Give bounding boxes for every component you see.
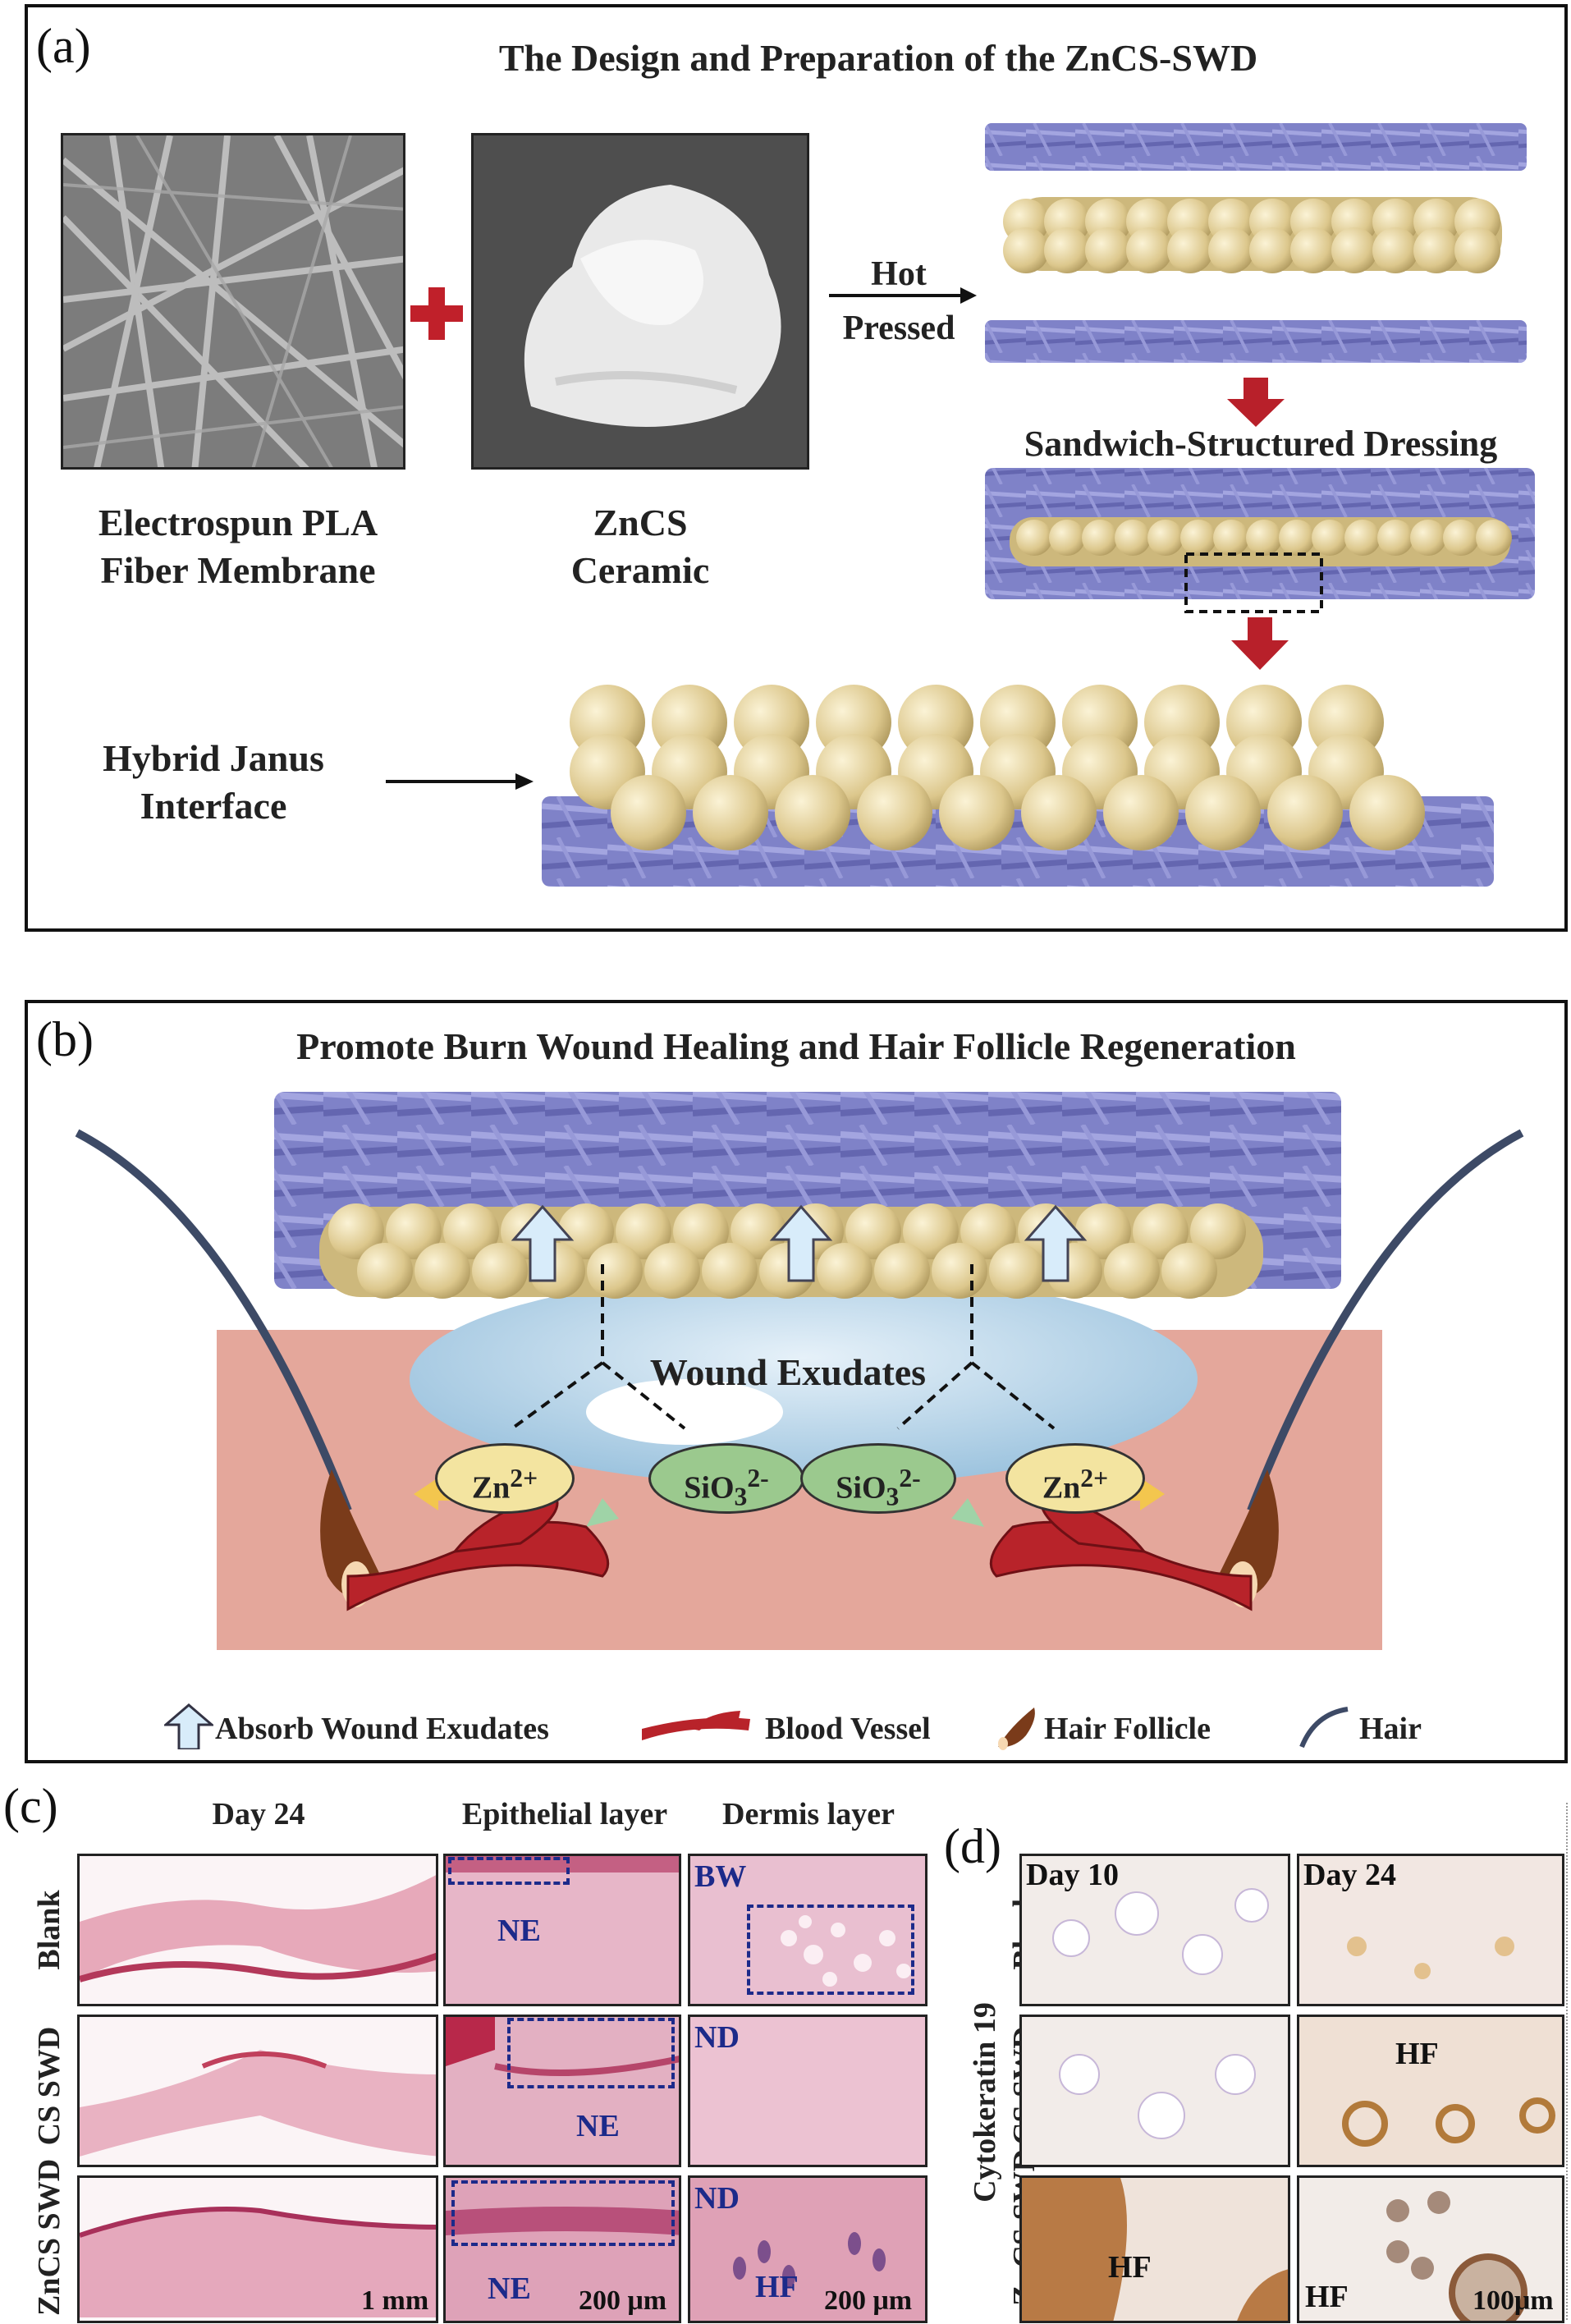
scale-1mm: 1 mm <box>361 2285 429 2316</box>
down-arrow-2-icon <box>1231 617 1289 670</box>
blank-dermis-roi <box>747 1905 914 1995</box>
zn-ion-right: Zn2+ <box>1005 1443 1145 1514</box>
histo-cs-dermis <box>688 2015 927 2167</box>
ihc-zncs-day24 <box>1297 2175 1564 2323</box>
bottom-fiber-layer <box>985 320 1527 363</box>
scale-200um-2: 200 μm <box>824 2285 913 2316</box>
legend-hair-label: Hair <box>1359 1712 1422 1746</box>
zn-ion-left: Zn2+ <box>435 1443 575 1514</box>
scale-200um-1: 200 μm <box>579 2285 667 2316</box>
panel-c-row-3-text: ZnCS SWD <box>32 2158 66 2316</box>
sandwich-dressing <box>985 468 1535 613</box>
top-fiber-layer <box>985 123 1527 171</box>
day10-label: Day 10 <box>1026 1858 1119 1892</box>
panel-c-col-1: Day 24 <box>212 1797 305 1831</box>
legend-hair-icon <box>1299 1707 1349 1749</box>
si-ion-left: SiO32- <box>648 1443 804 1514</box>
pla-caption: Electrospun PLA Fiber Membrane <box>49 499 427 594</box>
legend-vessel-label: Blood Vessel <box>765 1712 931 1746</box>
blank-epithelial-roi <box>448 1857 570 1885</box>
pla-caption-line2: Fiber Membrane <box>100 549 376 591</box>
panel-c-col-2: Epithelial layer <box>461 1797 668 1831</box>
panel-c-row-2-text: CS SWD <box>32 2026 66 2146</box>
panel-d-divider <box>1566 1803 1568 2320</box>
ihc-cs-day10 <box>1019 2015 1290 2167</box>
janus-line1: Hybrid Janus <box>103 737 324 779</box>
janus-caption: Hybrid Janus Interface <box>57 735 369 830</box>
bw-tag: BW <box>694 1859 747 1894</box>
zncs-hf-tag: HF <box>755 2270 799 2304</box>
zncs-caption-line2: Ceramic <box>570 549 710 591</box>
zncs-powder-image <box>471 133 809 470</box>
ihc-blank-day24 <box>1297 1854 1564 2006</box>
histo-blank-epithelial <box>443 1854 681 2006</box>
exploded-layers <box>985 123 1535 613</box>
legend-vessel-icon <box>642 1711 750 1740</box>
legend-follicle-label: Hair Follicle <box>1044 1712 1211 1746</box>
panel-c-col-3: Dermis layer <box>722 1797 895 1831</box>
cs-ne-tag: NE <box>576 2109 620 2143</box>
powder-texture <box>474 135 807 467</box>
ceramic-sphere-layer <box>1003 197 1502 273</box>
legend-absorb-icon <box>164 1703 213 1749</box>
panel-c-label: (c) <box>3 1779 58 1833</box>
histo-blank-overview <box>77 1854 438 2006</box>
histo-zncs-overview <box>77 2175 438 2323</box>
panel-c-row-1-text: Blank <box>32 1890 66 1970</box>
exudate-pool <box>410 1272 1198 1486</box>
ihc-zncs-day10 <box>1019 2175 1290 2323</box>
zncs-day10-hf-tag: HF <box>1108 2250 1152 2285</box>
cs-day24-hf-tag: HF <box>1395 2037 1439 2071</box>
process-label: Hot <box>821 253 977 296</box>
histo-zncs-dermis <box>688 2175 927 2323</box>
release-lines <box>511 1264 1056 1430</box>
process-line1: Hot <box>871 255 927 293</box>
panel-c-row-1: Blank <box>32 1848 66 2012</box>
janus-line2: Interface <box>140 785 287 827</box>
day24-label: Day 24 <box>1303 1858 1396 1892</box>
cs-epithelial-roi <box>507 2018 675 2088</box>
janus-interface-illustration <box>542 685 1494 887</box>
ihc-cs-day24 <box>1297 2015 1564 2167</box>
si-ion-right: SiO32- <box>800 1443 956 1514</box>
legend-follicle-icon <box>998 1707 1035 1750</box>
ihc-blank-day10 <box>1019 1854 1290 2006</box>
blank-ne-tag: NE <box>497 1914 541 1948</box>
panel-c-row-3: ZnCS SWD <box>32 2159 66 2316</box>
zncs-caption-line1: ZnCS <box>593 502 688 543</box>
panel-d-label: (d) <box>944 1819 1001 1873</box>
hot-pressed-arrow <box>829 287 977 304</box>
panel-d-side-label: Cytokeratin 19 <box>968 2002 1002 2203</box>
scale-100um: 100μm <box>1473 2285 1554 2316</box>
wound-healing-illustration <box>75 1092 1524 1650</box>
panel-a-title: The Design and Preparation of the ZnCS-S… <box>498 37 1258 79</box>
legend-absorb-label: Absorb Wound Exudates <box>215 1712 549 1746</box>
ion-diffusion-arrows <box>414 1478 1165 1527</box>
cs-nd-tag: ND <box>694 2020 740 2055</box>
zncs-day24-hf-tag: HF <box>1305 2280 1349 2314</box>
sem-fiber-texture <box>63 135 403 467</box>
down-arrow-icon <box>1227 378 1285 427</box>
zncs-epithelial-roi <box>451 2180 675 2246</box>
panel-c-row-2: CS SWD <box>32 2020 66 2152</box>
zncs-nd-tag: ND <box>694 2181 740 2216</box>
plus-icon <box>410 287 463 340</box>
sandwich-label: Sandwich-Structured Dressing <box>1024 424 1498 464</box>
wound-exudates-label: Wound Exudates <box>649 1351 927 1393</box>
sem-fiber-image <box>61 133 405 470</box>
absorb-arrow-icon <box>511 1204 1088 1282</box>
zncs-ne-tag: NE <box>488 2271 531 2306</box>
pla-caption-line1: Electrospun PLA <box>98 502 378 543</box>
histo-blank-dermis <box>688 1854 927 2006</box>
panel-b-label: (b) <box>36 1012 94 1066</box>
janus-arrow <box>386 773 534 790</box>
panel-b-title: Promote Burn Wound Healing and Hair Foll… <box>296 1025 1296 1067</box>
zncs-caption: ZnCS Ceramic <box>492 499 788 594</box>
process-label-2: Pressed <box>842 309 955 347</box>
histo-cs-overview <box>77 2015 438 2167</box>
histo-cs-epithelial <box>443 2015 681 2167</box>
histo-zncs-epithelial <box>443 2175 681 2323</box>
panel-a-label: (a) <box>36 19 91 73</box>
